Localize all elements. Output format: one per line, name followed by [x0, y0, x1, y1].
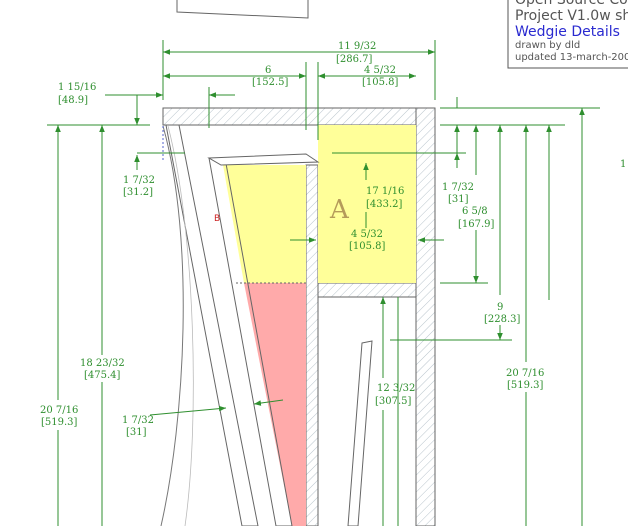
dim-small-right-mm: [31]	[448, 194, 469, 205]
dim-a-height-frac: 17 1/16	[366, 186, 404, 197]
dim-right-20-frac: 20 7/16	[506, 368, 544, 379]
dim-left-18-frac: 18 23/32	[80, 358, 125, 369]
title-line-2: Project V1.0w sh	[515, 8, 628, 24]
dim-top-offset-frac: 1 15/16	[58, 82, 96, 93]
center-divider-panel	[305, 164, 319, 526]
dimension-lines	[47, 40, 600, 526]
wedge-top-cap	[207, 153, 320, 166]
top-panel	[162, 107, 417, 126]
dim-center-12-frac: 12 3/32	[377, 383, 415, 394]
shelf-panel	[317, 282, 417, 298]
region-a-yellow-upper	[318, 125, 416, 283]
region-red-wedge	[244, 283, 306, 526]
dim-bottom-small-frac: 1 7/32	[122, 415, 154, 426]
dim-overall-width-frac: 11 9/32	[338, 41, 376, 52]
title-block: Open Source Co Project V1.0w sh Wedgie D…	[507, 0, 628, 69]
dim-right-width-mm: [105.8]	[362, 77, 399, 88]
title-line-4: drawn by dld	[515, 40, 580, 51]
edge-mark-label: 1	[620, 159, 626, 170]
dim-right-9-mm: [228.3]	[484, 314, 521, 325]
right-wall-panel	[415, 107, 436, 526]
dim-left-20-mm: [519.3]	[41, 417, 78, 428]
dimension-labels: 11 9/32 [286.7] 6 [152.5] 4 5/32 [105.8]…	[40, 41, 544, 438]
dim-left-width-frac: 6	[265, 65, 271, 76]
outer-curve-inner	[167, 125, 194, 526]
top-partial-outline	[176, 0, 309, 19]
dim-top-offset-mm: [48.9]	[58, 95, 88, 106]
region-a-label: A	[329, 195, 350, 225]
dim-right-6-frac: 6 5/8	[462, 206, 488, 217]
dim-bottom-small-mm: [31]	[126, 427, 147, 438]
dim-right-9-frac: 9	[497, 302, 503, 313]
dim-left-20-frac: 20 7/16	[40, 405, 78, 416]
outer-curve	[160, 125, 184, 526]
dim-right-6-mm: [167.9]	[458, 219, 495, 230]
dim-a-width-mm: [105.8]	[349, 241, 386, 252]
left-slant-board	[165, 124, 259, 526]
dim-right-20-mm: [519.3]	[507, 380, 544, 391]
dim-a-width-frac: 4 5/32	[351, 229, 383, 240]
title-line-1: Open Source Co	[515, 0, 628, 8]
title-line-5: updated 13-march-200	[515, 52, 628, 63]
dim-small-right-frac: 1 7/32	[442, 182, 474, 193]
region-a-yellow-wedge	[223, 165, 306, 283]
dim-overall-width-mm: [286.7]	[336, 54, 373, 65]
marker-b-label: B	[214, 214, 220, 224]
dim-left-18-mm: [475.4]	[84, 370, 121, 381]
title-line-3: Wedgie Details	[515, 24, 620, 40]
dim-left-width-mm: [152.5]	[252, 77, 289, 88]
dim-right-width-frac: 4 5/32	[364, 65, 396, 76]
dim-center-12-mm: [307.5]	[375, 396, 412, 407]
dim-small-left-frac: 1 7/32	[123, 175, 155, 186]
dim-small-left-mm: [31.2]	[123, 187, 153, 198]
dim-a-height-mm: [433.2]	[366, 199, 403, 210]
lower-right-slant	[347, 340, 373, 526]
